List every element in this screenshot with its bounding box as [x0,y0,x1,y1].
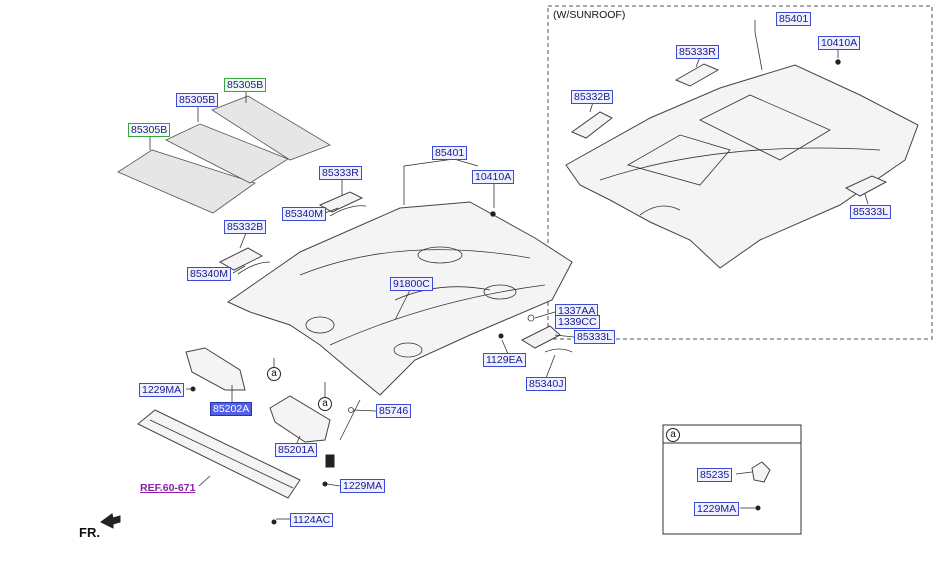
label-10410A[interactable]: 10410A [472,170,515,184]
label-85202A[interactable]: 85202A [210,402,253,416]
sunroof-box-title: (W/SUNROOF) [553,9,626,21]
sunroof-box [547,5,933,340]
front-header-rail [137,409,301,499]
label-detail-85235[interactable]: 85235 [697,468,733,482]
label-85340M-lower[interactable]: 85340M [187,267,231,281]
ref-link-60-671[interactable]: REF.60-671 [140,482,196,494]
label-sunroof-85333L[interactable]: 85333L [850,205,892,219]
part-85235-clip [751,461,771,483]
label-sunroof-10410A[interactable]: 10410A [818,36,861,50]
label-sunroof-85401[interactable]: 85401 [776,12,812,26]
label-85746[interactable]: 85746 [376,404,412,418]
label-85401[interactable]: 85401 [432,146,468,160]
headliner-sunroof [565,64,919,269]
fasteners [190,59,841,525]
label-1339CC[interactable]: 1339CC [555,315,600,329]
sun-visor-right [269,395,331,443]
label-85305B-middle[interactable]: 85305B [176,93,219,107]
label-sunroof-85332B[interactable]: 85332B [571,90,614,104]
label-91800C[interactable]: 91800C [390,277,433,291]
label-1337AA[interactable]: 1337AA [555,304,599,318]
label-sunroof-85333R[interactable]: 85333R [676,45,719,59]
label-1229MA-left[interactable]: 1229MA [139,383,185,397]
label-85333L[interactable]: 85333L [574,330,616,344]
front-direction-label: FR. [79,525,100,540]
callout-a-center: a [318,397,332,411]
detail-box-callout: a [666,428,680,442]
label-85333R[interactable]: 85333R [319,166,362,180]
sun-visor-left [185,347,246,391]
label-1229MA-bottom[interactable]: 1229MA [340,479,386,493]
label-1124AC[interactable]: 1124AC [290,513,334,527]
label-1129EA[interactable]: 1129EA [483,353,526,367]
insulation-pads [117,95,331,214]
label-85340J[interactable]: 85340J [526,377,567,391]
label-85305B-top[interactable]: 85305B [224,78,267,92]
label-85201A[interactable]: 85201A [275,443,318,457]
callout-a-left: a [267,367,281,381]
label-85340M-upper[interactable]: 85340M [282,207,326,221]
front-arrow-icon [100,513,121,529]
detail-box [662,424,802,535]
label-85305B-bottom[interactable]: 85305B [128,123,171,137]
label-85332B[interactable]: 85332B [224,220,267,234]
label-detail-1229MA[interactable]: 1229MA [694,502,740,516]
brackets [218,63,888,353]
headliner-main [226,201,573,396]
